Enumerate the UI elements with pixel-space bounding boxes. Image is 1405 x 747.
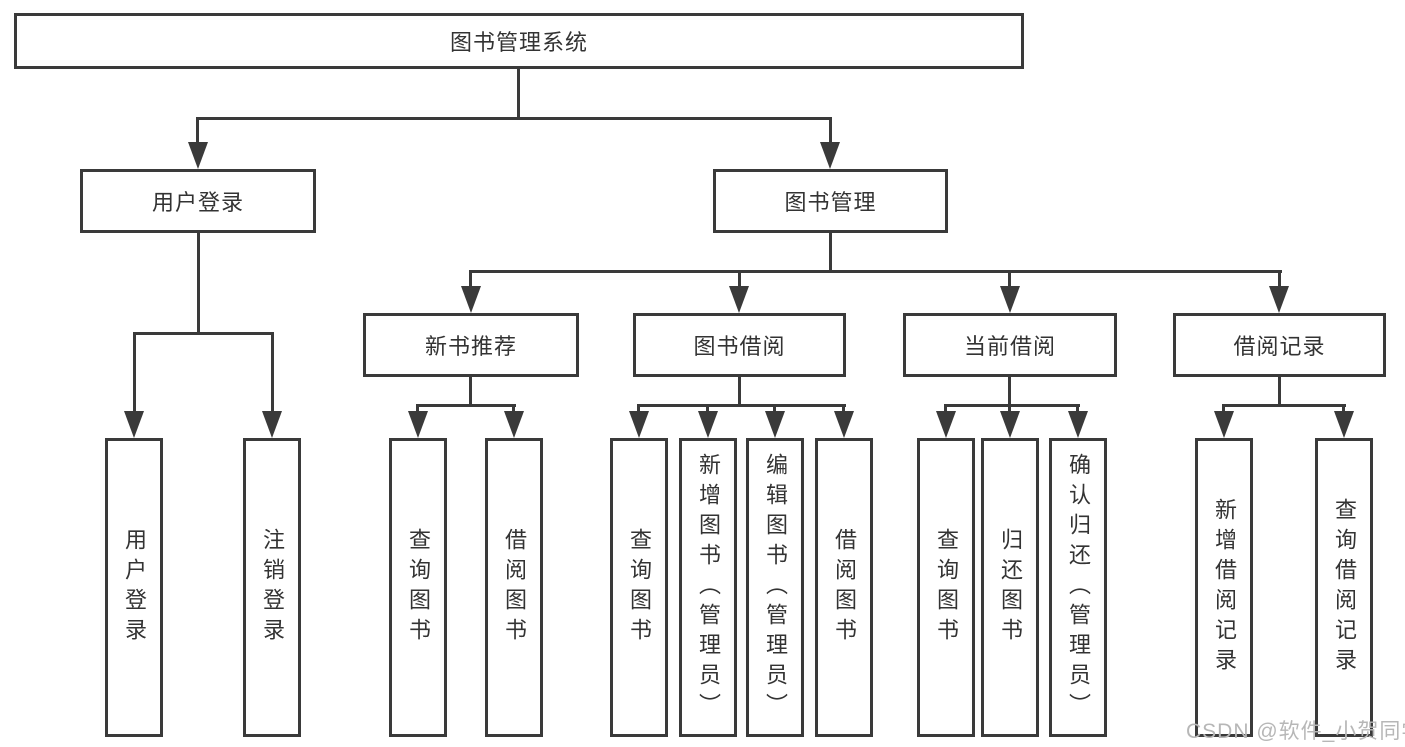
arrow-down-icon — [408, 411, 428, 438]
connector-line — [196, 117, 199, 144]
connector-line — [517, 69, 520, 117]
connector-line — [829, 117, 832, 144]
node-recommend-query-books: 查询图书 — [389, 438, 447, 737]
arrow-down-icon — [936, 411, 956, 438]
arrow-down-icon — [504, 411, 524, 438]
arrow-down-icon — [1068, 411, 1088, 438]
connector-line — [469, 270, 472, 288]
arrow-down-icon — [188, 142, 208, 169]
node-leaf-logout: 注销登录 — [243, 438, 301, 737]
connector-line — [1008, 377, 1011, 406]
connector-line — [133, 332, 136, 413]
connector-line — [706, 404, 709, 414]
connector-line — [1223, 404, 1346, 407]
connector-line — [773, 404, 776, 414]
connector-line — [197, 117, 832, 120]
arrow-down-icon — [729, 286, 749, 313]
csdn-watermark: CSDN @软件_小贺同学 — [1186, 720, 1405, 743]
node-user-login: 用户登录 — [80, 169, 316, 233]
connector-line — [470, 270, 1282, 273]
node-library-management-system: 图书管理系统 — [14, 13, 1024, 69]
node-records-add-borrow-record: 新增借阅记录 — [1195, 438, 1253, 737]
connector-line — [1076, 404, 1079, 414]
arrow-down-icon — [1269, 286, 1289, 313]
node-book-borrowing: 图书借阅 — [633, 313, 846, 377]
arrow-down-icon — [765, 411, 785, 438]
arrow-down-icon — [461, 286, 481, 313]
connector-line — [1008, 270, 1011, 288]
connector-line — [829, 233, 832, 273]
node-borrowing-borrow-books: 借阅图书 — [815, 438, 873, 737]
arrow-down-icon — [1214, 411, 1234, 438]
node-borrowing-records: 借阅记录 — [1173, 313, 1386, 377]
node-borrowing-add-books-admin: 新增图书（管理员） — [679, 438, 737, 737]
arrow-down-icon — [1334, 411, 1354, 438]
arrow-down-icon — [629, 411, 649, 438]
connector-line — [271, 332, 274, 413]
node-current-confirm-return-admin: 确认归还（管理员） — [1049, 438, 1107, 737]
connector-line — [1278, 270, 1281, 288]
node-records-query-borrow-record: 查询借阅记录 — [1315, 438, 1373, 737]
arrow-down-icon — [834, 411, 854, 438]
node-current-query-books: 查询图书 — [917, 438, 975, 737]
node-new-book-recommendation: 新书推荐 — [363, 313, 579, 377]
arrow-down-icon — [262, 411, 282, 438]
connector-line — [944, 404, 947, 414]
connector-line — [133, 332, 274, 335]
connector-line — [1008, 404, 1011, 414]
connector-line — [416, 404, 419, 414]
connector-line — [638, 404, 846, 407]
connector-line — [417, 404, 516, 407]
node-current-borrowing: 当前借阅 — [903, 313, 1117, 377]
connector-line — [945, 404, 1080, 407]
connector-line — [197, 233, 200, 333]
arrow-down-icon — [1000, 411, 1020, 438]
node-recommend-borrow-books: 借阅图书 — [485, 438, 543, 737]
connector-line — [469, 377, 472, 406]
connector-line — [1278, 377, 1281, 406]
arrow-down-icon — [124, 411, 144, 438]
arrow-down-icon — [820, 142, 840, 169]
connector-line — [512, 404, 515, 414]
connector-line — [738, 377, 741, 406]
connector-line — [842, 404, 845, 414]
connector-line — [1342, 404, 1345, 414]
connector-line — [637, 404, 640, 414]
node-borrowing-edit-books-admin: 编辑图书（管理员） — [746, 438, 804, 737]
connector-line — [738, 270, 741, 288]
node-current-return-books: 归还图书 — [981, 438, 1039, 737]
node-borrowing-query-books: 查询图书 — [610, 438, 668, 737]
node-leaf-user-login: 用户登录 — [105, 438, 163, 737]
arrow-down-icon — [1000, 286, 1020, 313]
node-book-management: 图书管理 — [713, 169, 948, 233]
connector-line — [1222, 404, 1225, 414]
arrow-down-icon — [698, 411, 718, 438]
